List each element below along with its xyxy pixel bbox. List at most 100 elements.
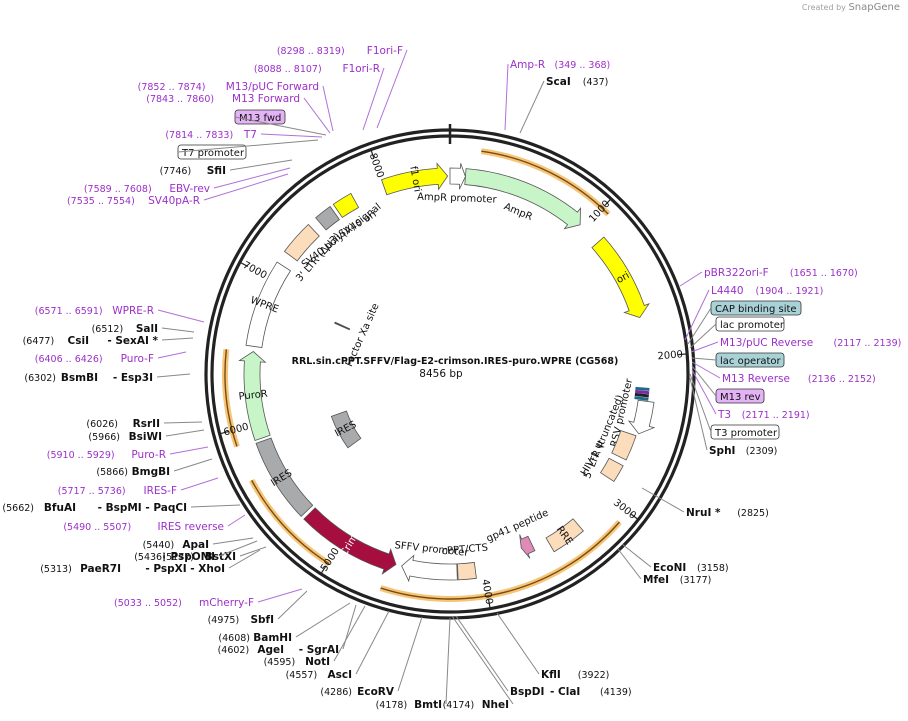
enzyme-name: PaeR7I: [80, 563, 121, 575]
enzyme-position: (4595): [264, 657, 296, 668]
primer-name: T3: [717, 409, 731, 421]
leader-line: [161, 337, 194, 341]
leader-line: [228, 549, 261, 569]
enzyme-position: (4174): [443, 700, 475, 711]
enzyme-name: - Esp3I: [113, 372, 153, 384]
primer-position: (5033 .. 5052): [114, 598, 182, 609]
enzyme-position: (5866): [96, 467, 128, 478]
feature-f1-ori: [381, 162, 449, 196]
leader-line: [180, 477, 219, 491]
enzyme-position: (5177): [162, 552, 194, 563]
primer-position: (7852 .. 7874): [138, 82, 206, 93]
leader-line: [617, 548, 642, 580]
enzyme-name: NotI: [305, 656, 330, 668]
leader-line: [397, 616, 423, 692]
leader-line: [277, 590, 308, 620]
feature-ampr: [464, 168, 581, 230]
feature-label: gp41 peptide: [485, 508, 550, 545]
leader-line: [445, 617, 451, 705]
leader-line: [519, 80, 545, 134]
tick-mark: [320, 566, 327, 575]
orf-arc-core: [224, 349, 238, 447]
leader-line: [690, 341, 719, 353]
enzyme-name: AscI: [327, 669, 352, 681]
tick-mark: [630, 513, 639, 521]
tick-mark: [370, 149, 375, 159]
leader-line: [218, 540, 258, 557]
enzyme-position: (7746): [160, 166, 192, 177]
leader-line: [376, 49, 408, 129]
boxed-label-text: M13 rev: [720, 392, 761, 403]
watermark: Created by SnapGene: [802, 2, 900, 13]
tick-mark: [219, 430, 229, 435]
enzyme-name: PspOMI: [170, 551, 215, 563]
primer-name: IRES reverse: [158, 521, 225, 533]
leader-line: [227, 514, 246, 527]
enzyme-position: (6477): [23, 336, 55, 347]
primer-position: (1651 .. 1670): [790, 268, 858, 279]
feature-label: SFFV promoter: [394, 540, 470, 559]
feature-puror: [238, 351, 271, 441]
primer-position: (6571 .. 6591): [35, 306, 103, 317]
leader-line: [257, 588, 303, 603]
leader-line: [157, 309, 205, 323]
tick-label: 7000: [241, 260, 269, 282]
feature-rre: [545, 518, 584, 553]
leader-line: [496, 612, 540, 675]
primer-name: M13/pUC Reverse: [720, 337, 813, 349]
leader-line: [239, 546, 267, 557]
feature-e2-crimson: [303, 507, 397, 575]
small-feature-mark: [634, 396, 649, 401]
orf-arc-core: [380, 521, 621, 600]
enzyme-position: (4975): [208, 615, 240, 626]
feature-sv40-ori: [332, 192, 360, 219]
enzyme-name: NheI: [482, 699, 509, 711]
feature-ampr-promoter: [449, 163, 466, 190]
leader-line: [229, 159, 293, 171]
watermark-prefix: Created by: [801, 3, 846, 12]
enzyme-name: MfeI: [643, 574, 669, 586]
leader-line: [295, 602, 351, 638]
leader-line: [689, 323, 717, 349]
enzyme-name: - SgrAI: [299, 644, 339, 656]
primer-name: F1ori-F: [367, 45, 403, 57]
boxed-label-text: lac operator: [720, 356, 781, 367]
small-feature-mark: [635, 389, 650, 395]
primer-position: (5490 .. 5507): [63, 522, 131, 533]
primer-position: (8088 .. 8107): [254, 64, 322, 75]
enzyme-name: BmgBI: [132, 466, 170, 478]
enzyme-name: SbfI: [250, 614, 274, 626]
primer-position: (5717 .. 5736): [58, 486, 126, 497]
enzyme-name: BfuAI: [44, 502, 76, 514]
feature-3-ltr-u3: [283, 223, 320, 262]
orf-arc-core: [481, 150, 609, 215]
enzyme-position: (6512): [92, 324, 124, 335]
plasmid-length: 8456 bp: [419, 368, 463, 380]
tick-mark: [488, 599, 491, 609]
tick-mark: [239, 261, 249, 267]
feature-label: AmpR: [502, 201, 534, 223]
center-label: RRL.sin.cPPT.SFFV/Flag-E2-crimson.IRES-p…: [292, 356, 619, 380]
leader-line: [163, 421, 203, 424]
enzyme-name: AgeI: [257, 644, 284, 656]
enzyme-position: (4608): [218, 633, 250, 644]
feature-gp41-peptide: [519, 534, 536, 559]
leader-line: [161, 327, 195, 333]
feature-ires: [330, 410, 362, 449]
leader-line: [684, 289, 710, 341]
enzyme-position: (4557): [286, 670, 318, 681]
tick-label: 8000: [367, 152, 386, 180]
leader-line: [169, 446, 209, 455]
primer-position: (7843 .. 7860): [146, 94, 214, 105]
feature-cppt-cts: [457, 561, 477, 581]
enzyme-name: BamHI: [253, 632, 292, 644]
enzyme-name: NruI *: [686, 507, 721, 519]
primer-position: (2171 .. 2191): [742, 410, 810, 421]
leader-line: [333, 605, 366, 662]
orf-arc-core: [251, 479, 330, 565]
primer-position: (5910 .. 5929): [47, 450, 115, 461]
leader-line: [165, 429, 205, 437]
enzyme-name: - PspXI - XhoI: [145, 563, 225, 575]
primer-position: (7535 .. 7554): [67, 196, 135, 207]
primer-position: (8298 .. 8319): [277, 46, 345, 57]
